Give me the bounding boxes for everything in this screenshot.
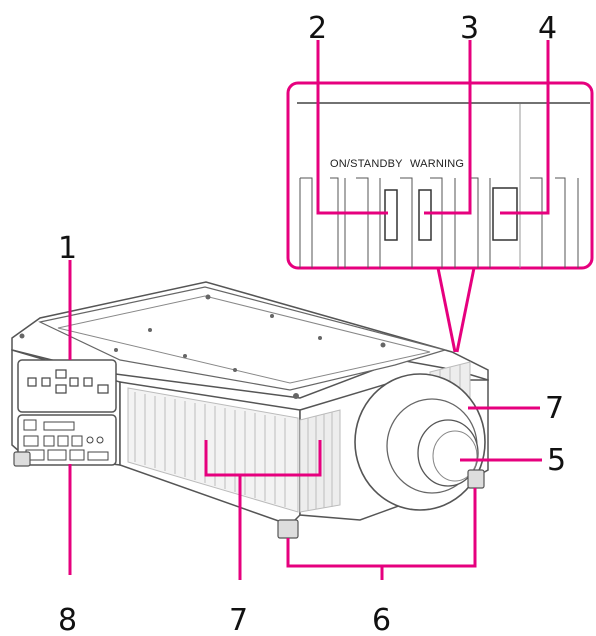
on-standby-indicator <box>384 189 398 241</box>
callout-7-bottom: 7 <box>229 603 248 636</box>
callout-8: 8 <box>58 603 77 636</box>
callout-2: 2 <box>308 11 327 46</box>
indicator-inset: ON/STANDBY WARNING <box>286 81 594 270</box>
callout-1: 1 <box>58 231 77 266</box>
control-panel <box>17 359 117 413</box>
callout-7-right: 7 <box>545 391 564 426</box>
callout-3: 3 <box>460 11 479 46</box>
projector-body <box>11 281 489 539</box>
warning-indicator <box>418 189 432 241</box>
feet <box>13 451 485 539</box>
callout-5: 5 <box>547 443 566 478</box>
on-standby-label: ON/STANDBY <box>330 158 403 170</box>
callout-4: 4 <box>538 11 557 46</box>
warning-label: WARNING <box>410 158 464 170</box>
callout-6: 6 <box>372 603 391 636</box>
lens <box>354 373 486 511</box>
